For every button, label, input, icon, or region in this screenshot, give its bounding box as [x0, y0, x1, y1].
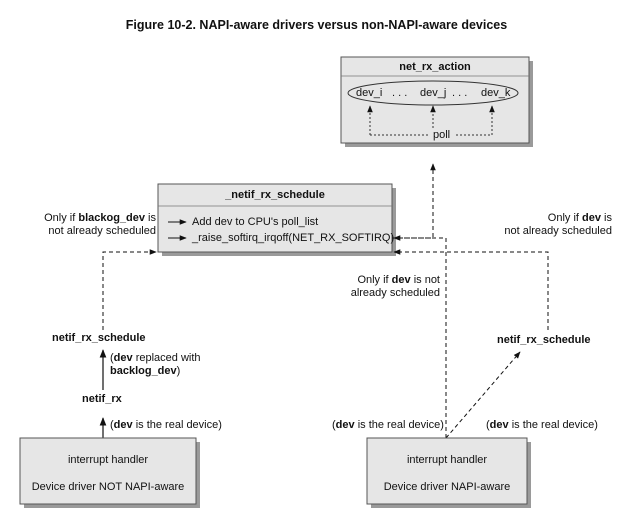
right-schedule-to-box-arrow: [393, 249, 549, 330]
left-condition-suffix: is: [145, 212, 156, 224]
dev-j-label: dev_j: [420, 87, 447, 99]
right-netif-rx-schedule-label: netif_rx_schedule: [497, 334, 591, 346]
left-condition-prefix: Only if: [44, 212, 79, 224]
right-handler-to-schedule-arrow: [445, 351, 521, 439]
net-rx-action-title: net_rx_action: [399, 61, 471, 73]
dev-k-label: dev_k: [481, 87, 511, 99]
right-handler-line1: interrupt handler: [406, 454, 488, 466]
left-handler-line2: Device driver NOT NAPI-aware: [31, 481, 185, 493]
dots-left: . . .: [392, 87, 408, 99]
dots-right: . . .: [452, 87, 468, 99]
right-real-right-open: (: [486, 419, 490, 431]
right-handler-to-box-arrow: [393, 235, 447, 438]
left-real-open: (: [110, 419, 114, 431]
middle-condition-label: Only if dev is not already scheduled: [330, 274, 440, 300]
add-dev-line: Add dev to CPU's poll_list: [192, 216, 319, 228]
right-condition-suffix: is: [601, 212, 612, 224]
dev-replaced-suffix: replaced with: [132, 352, 201, 364]
left-condition-line2: not already scheduled: [48, 225, 156, 237]
netif-rx-schedule-box: [157, 183, 393, 253]
right-real-device-left-label: (dev is the real device): [332, 419, 444, 432]
left-handler-box: [19, 437, 197, 505]
left-condition-label: Only if blackog_dev is not already sched…: [20, 212, 156, 238]
left-real-suffix: is the real device): [132, 419, 222, 431]
device-list-ellipse: [347, 80, 519, 106]
netif-rx-schedule-box-title: _netif_rx_schedule: [225, 189, 325, 201]
left-condition-bold: blackog_dev: [78, 212, 145, 224]
dev-i-label: dev_i: [356, 87, 383, 99]
raise-softirq-line: _raise_softirq_irqoff(NET_RX_SOFTIRQ): [192, 232, 395, 244]
right-handler-box: [366, 437, 528, 505]
poll-label: poll: [432, 129, 452, 142]
middle-condition-bold: dev: [391, 274, 411, 286]
left-real-bold: dev: [113, 419, 133, 431]
figure-title: Figure 10-2. NAPI-aware drivers versus n…: [125, 18, 508, 32]
middle-condition-suffix: is not: [410, 274, 440, 286]
right-real-left-suffix: is the real device): [354, 419, 444, 431]
right-real-left-bold: dev: [335, 419, 355, 431]
left-real-device-label: (dev is the real device): [110, 419, 222, 432]
right-condition-line2: not already scheduled: [504, 225, 612, 237]
right-real-right-suffix: is the real device): [508, 419, 598, 431]
left-schedule-to-box-arrow: [102, 249, 157, 330]
middle-condition-prefix: Only if: [357, 274, 392, 286]
left-netif-rx-schedule-label: netif_rx_schedule: [52, 332, 146, 344]
dev-replaced-label: (dev replaced with backlog_dev): [110, 352, 201, 378]
right-condition-bold: dev: [582, 212, 601, 224]
dev-replaced-line2: backlog_dev: [110, 365, 177, 377]
left-handler-line1: interrupt handler: [67, 454, 149, 466]
netif-rx-label: netif_rx: [82, 393, 122, 405]
right-real-device-right-label: (dev is the real device): [486, 419, 598, 432]
dev-replaced-bold: dev: [113, 352, 133, 364]
right-handler-line2: Device driver NAPI-aware: [383, 481, 511, 493]
right-real-left-open: (: [332, 419, 336, 431]
middle-condition-line2: already scheduled: [350, 287, 440, 299]
dev-replaced-open: (: [110, 352, 114, 364]
right-condition-prefix: Only if: [547, 212, 583, 224]
dev-replaced-close: ): [176, 365, 181, 377]
softirq-to-net-rx-action-arrow: [392, 163, 436, 239]
right-condition-label: Only if dev is not already scheduled: [460, 212, 612, 238]
right-real-right-bold: dev: [489, 419, 509, 431]
net-rx-action-box: [340, 56, 530, 144]
